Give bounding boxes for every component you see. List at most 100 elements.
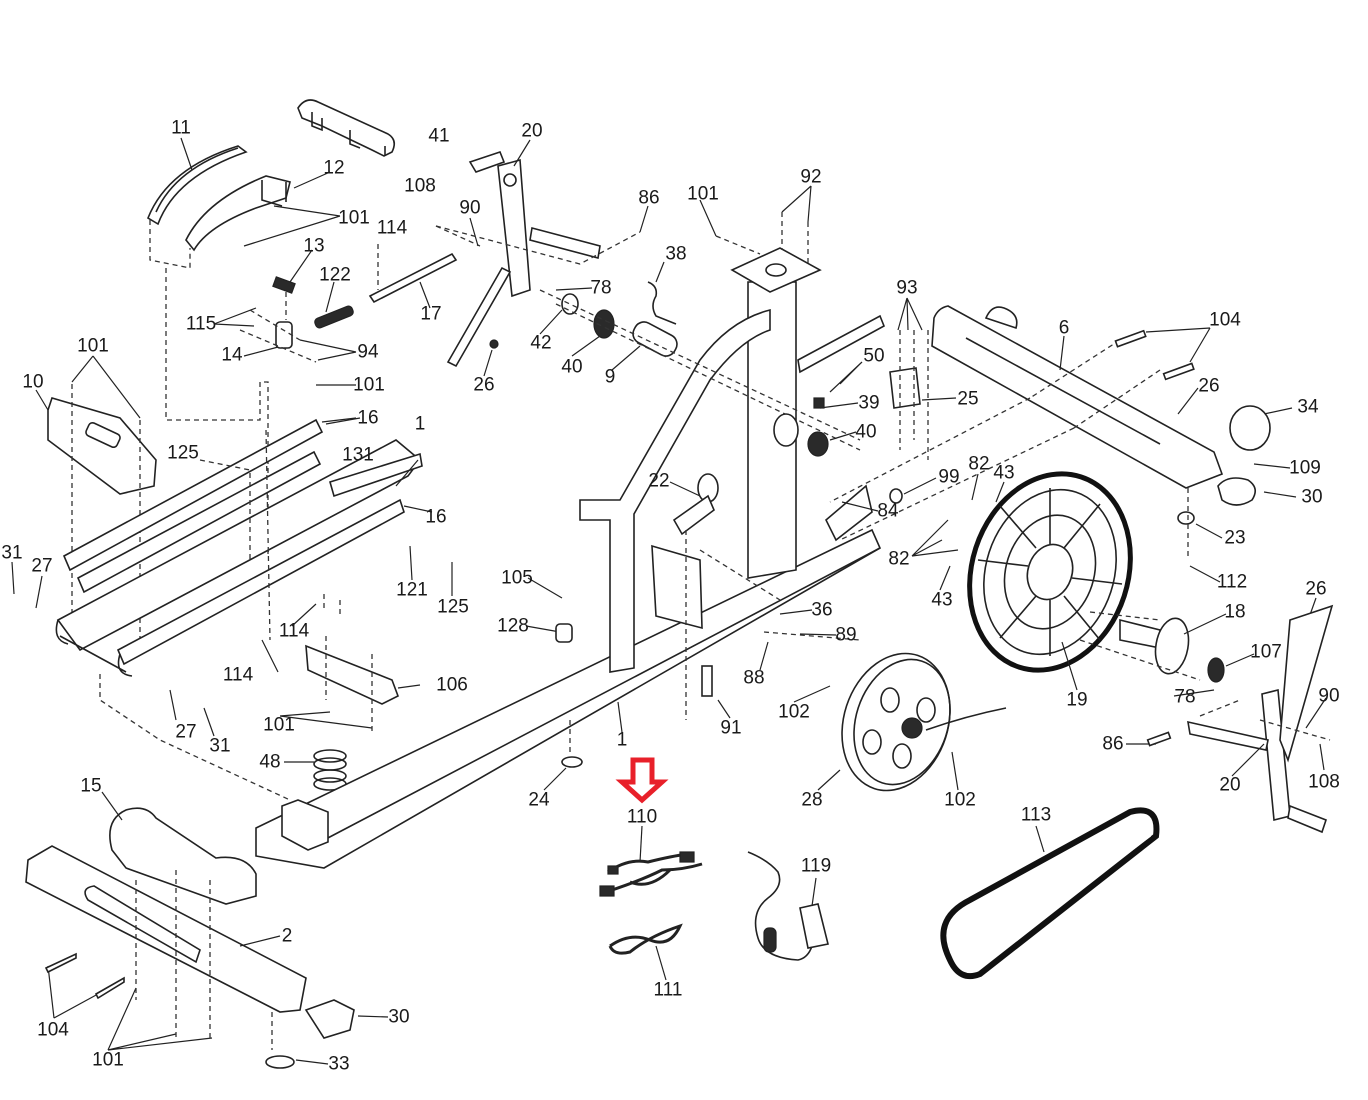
- callout-12: 12: [323, 157, 345, 179]
- callout-40: 40: [855, 421, 877, 443]
- callout-93: 93: [896, 277, 918, 299]
- callout-9: 9: [604, 366, 616, 388]
- callout-104: 104: [1209, 309, 1241, 331]
- callout-84: 84: [877, 500, 899, 522]
- callout-122: 122: [319, 264, 351, 286]
- callout-125: 125: [437, 596, 469, 618]
- callout-88: 88: [743, 667, 765, 689]
- callout-107: 107: [1250, 641, 1282, 663]
- callout-15: 15: [80, 775, 102, 797]
- bracket-plate: [651, 544, 703, 630]
- callout-90: 90: [459, 197, 481, 219]
- part-25-brake-bracket: [889, 367, 921, 409]
- callout-90: 90: [1318, 685, 1340, 707]
- callout-108: 108: [1308, 771, 1340, 793]
- part-6-stabilizer: [931, 305, 1224, 489]
- callout-131: 131: [342, 444, 374, 466]
- callout-14: 14: [221, 344, 243, 366]
- part-34-wheel: [1229, 405, 1271, 451]
- callout-82: 82: [968, 453, 990, 475]
- part-18-axle: [1119, 617, 1190, 675]
- part-17-rod: [368, 252, 458, 304]
- part-13: [272, 276, 296, 294]
- part-40-bearing-b: [807, 431, 829, 457]
- callout-27: 27: [31, 555, 53, 577]
- callout-121: 121: [396, 579, 428, 601]
- part-106-bracket: [305, 644, 400, 705]
- part-30-endcap-right: [1217, 477, 1256, 506]
- part-9-axle: [632, 321, 678, 357]
- part-107-bearing: [1207, 657, 1225, 683]
- callout-78: 78: [1174, 686, 1196, 708]
- callout-41: 41: [428, 125, 450, 147]
- callout-101: 101: [263, 714, 295, 736]
- callout-110: 110: [626, 806, 658, 828]
- callout-30: 30: [388, 1006, 410, 1028]
- highlight-arrow: [615, 757, 669, 804]
- callout-36: 36: [811, 599, 833, 621]
- callout-18: 18: [1224, 601, 1246, 623]
- callout-28: 28: [801, 789, 823, 811]
- callout-33: 33: [328, 1053, 350, 1075]
- callout-26: 26: [1305, 578, 1327, 600]
- part-12-handle-cover: [185, 175, 291, 252]
- callout-89: 89: [835, 624, 857, 646]
- callout-6: 6: [1058, 317, 1070, 339]
- callout-105: 105: [501, 567, 533, 589]
- callout-109: 109: [1289, 457, 1321, 479]
- part-42-bushing: [561, 293, 579, 315]
- part-1-main-frame: [255, 528, 882, 869]
- part-15-seat: [109, 807, 257, 905]
- callout-101: 101: [77, 335, 109, 357]
- callout-43: 43: [993, 462, 1015, 484]
- callout-128: 128: [497, 615, 529, 637]
- callout-22: 22: [648, 470, 670, 492]
- part-22-idler: [672, 473, 719, 536]
- callout-115: 115: [185, 313, 217, 335]
- callout-92: 92: [800, 166, 822, 188]
- callout-31: 31: [209, 735, 231, 757]
- part-16-rails: [56, 418, 423, 666]
- callout-108: 108: [404, 175, 436, 197]
- callout-86: 86: [638, 187, 660, 209]
- part-30-endcap-left: [304, 999, 355, 1039]
- callout-26: 26: [473, 374, 495, 396]
- part-38-pin: [647, 281, 677, 325]
- callout-39: 39: [858, 392, 880, 414]
- part-33-foot: [265, 1055, 295, 1069]
- callout-19: 19: [1066, 689, 1088, 711]
- part-91-bolt: [701, 665, 713, 697]
- callout-10: 10: [22, 371, 44, 393]
- callout-16: 16: [425, 506, 447, 528]
- callout-1: 1: [616, 729, 628, 751]
- callout-106: 106: [436, 674, 468, 696]
- callout-2: 2: [281, 925, 293, 947]
- part-20-arm-left: [446, 151, 601, 368]
- callout-11: 11: [171, 117, 191, 139]
- callout-20: 20: [1219, 774, 1241, 796]
- part-119-power-adapter: [747, 851, 829, 961]
- callout-38: 38: [665, 243, 687, 265]
- callout-78: 78: [590, 277, 612, 299]
- part-111-cable: [608, 923, 683, 955]
- callout-82: 82: [888, 548, 910, 570]
- part-23-foot: [1177, 511, 1195, 525]
- part-41-cover: [297, 99, 396, 157]
- callout-101: 101: [338, 207, 370, 229]
- callout-94: 94: [357, 341, 379, 363]
- callout-101: 101: [353, 374, 385, 396]
- part-28-pulley: [841, 652, 1007, 792]
- part-2-seat-rail: [25, 845, 307, 1013]
- part-11-handle-cover: [147, 145, 248, 226]
- bushing: [773, 413, 799, 447]
- callout-50: 50: [863, 345, 885, 367]
- part-110-wire-harness: [599, 851, 703, 897]
- callout-40: 40: [561, 356, 583, 378]
- callout-99: 99: [938, 466, 960, 488]
- upright-post: [730, 247, 822, 579]
- part-99-washer: [889, 488, 903, 504]
- callout-91: 91: [720, 717, 742, 739]
- part-39: [813, 397, 825, 409]
- part-14-bracket: [275, 321, 293, 349]
